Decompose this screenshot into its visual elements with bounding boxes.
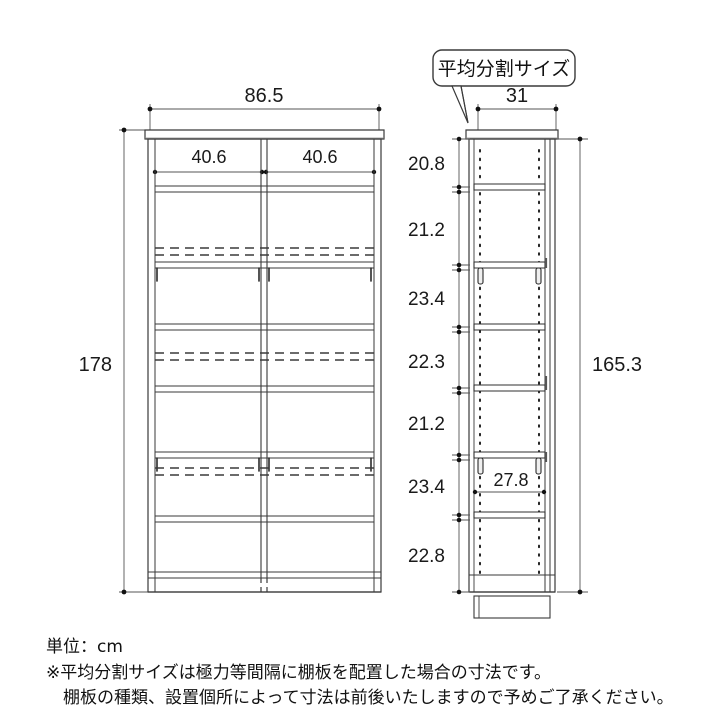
side-shelf-brackets: [477, 267, 542, 475]
side-view: 平均分割サイズ 31: [408, 49, 642, 619]
front-hidden-shelf-lines: [155, 247, 374, 476]
dim-endpoint-dot: [147, 106, 153, 112]
side-shelf-pin-holes: [479, 149, 540, 581]
compartment-height-2: 21.2: [408, 220, 445, 241]
dim-endpoint-dot: [475, 106, 481, 112]
front-base-plinth: [148, 571, 381, 593]
notes-block: 単位：cm ※平均分割サイズは極力等間隔に棚板を配置した場合の寸法です。 棚板の…: [46, 637, 674, 708]
dim-endpoint-dot: [541, 489, 547, 495]
dim-endpoint-dot: [376, 106, 382, 112]
note-average-split: ※平均分割サイズは極力等間隔に棚板を配置した場合の寸法です。: [46, 663, 551, 683]
average-split-callout: 平均分割サイズ: [432, 49, 576, 124]
note-unit: 単位：cm: [46, 637, 123, 657]
side-depth-label: 31: [506, 85, 528, 107]
dim-endpoint-dot: [577, 136, 583, 142]
front-bay-right-label: 40.6: [302, 147, 337, 167]
compartment-height-7: 22.8: [408, 546, 445, 567]
note-shelf-variation: 棚板の種類、設置個所によって寸法は前後いたしますので予めご了承ください。: [46, 688, 674, 708]
side-interior-height-label: 165.3: [592, 354, 642, 376]
compartment-height-5: 21.2: [408, 414, 445, 435]
front-height-label: 178: [79, 354, 112, 376]
dim-endpoint-dot: [121, 589, 127, 595]
side-interior-depth-label: 27.8: [493, 470, 528, 490]
side-interior-height-dimension: [557, 138, 588, 593]
front-shelf-bracket-marks: [156, 267, 372, 472]
side-chain-dots: [456, 136, 462, 595]
dim-endpoint-dot: [577, 589, 583, 595]
callout-label: 平均分割サイズ: [438, 58, 570, 80]
front-shelves: [155, 185, 374, 523]
front-view: 86.5 178 40.6 40.6: [79, 85, 385, 595]
dim-endpoint-dot: [121, 127, 127, 133]
dim-endpoint-dot: [472, 489, 478, 495]
side-shelves: [473, 183, 546, 519]
compartment-height-6: 23.4: [408, 477, 445, 498]
side-base-plinth: [469, 574, 555, 619]
dim-endpoint-dot: [553, 106, 559, 112]
compartment-height-1: 20.8: [408, 154, 445, 175]
front-width-label: 86.5: [245, 85, 284, 107]
front-bay-left-label: 40.6: [191, 147, 226, 167]
compartment-height-3: 23.4: [408, 289, 445, 310]
compartment-height-4: 22.3: [408, 352, 445, 373]
